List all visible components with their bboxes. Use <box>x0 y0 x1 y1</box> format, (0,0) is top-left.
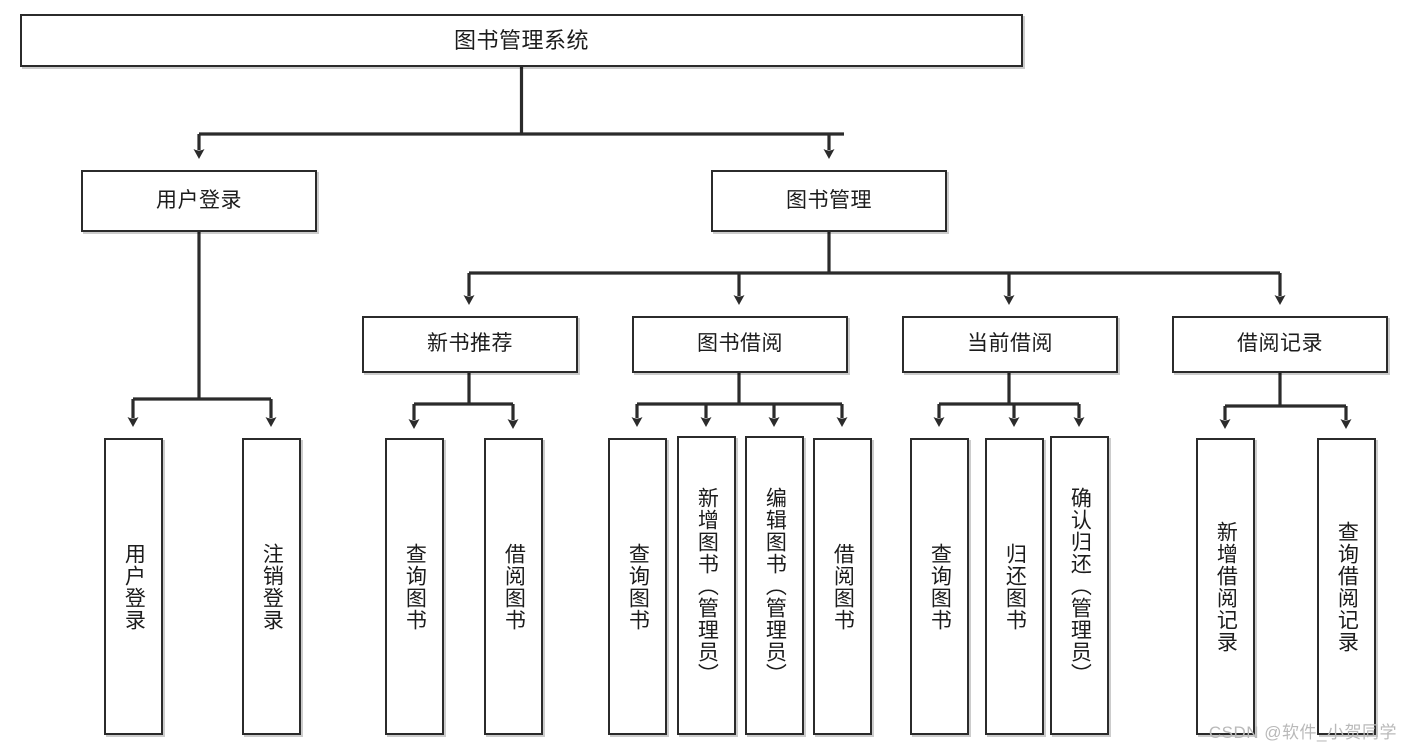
node-label: 图书管理系统 <box>453 27 589 53</box>
node-leaf-add-book-admin[interactable]: 新增图书（管理员） <box>677 436 736 735</box>
node-label: 图书管理 <box>786 188 872 212</box>
node-book-management-system[interactable]: 图书管理系统 <box>20 14 1023 67</box>
node-label: 新增借阅记录 <box>1214 520 1238 653</box>
node-book-manage[interactable]: 图书管理 <box>711 170 947 232</box>
node-label: 图书借阅 <box>697 332 783 356</box>
node-label: 查询图书 <box>626 542 650 631</box>
node-label: 归还图书 <box>1003 542 1027 631</box>
node-new-book-recommend[interactable]: 新书推荐 <box>362 316 578 373</box>
node-book-borrow[interactable]: 图书借阅 <box>632 316 848 373</box>
node-label: 新书推荐 <box>427 332 513 356</box>
node-label: 当前借阅 <box>967 332 1053 356</box>
node-leaf-edit-book-admin[interactable]: 编辑图书（管理员） <box>745 436 804 735</box>
node-label: 新增图书（管理员） <box>695 486 719 685</box>
node-label: 借阅记录 <box>1237 332 1323 356</box>
node-leaf-query-book-rec[interactable]: 查询图书 <box>385 438 444 735</box>
node-leaf-add-borrow-record[interactable]: 新增借阅记录 <box>1196 438 1255 735</box>
node-label: 用户登录 <box>122 542 146 631</box>
node-leaf-query-book-borrow[interactable]: 查询图书 <box>608 438 667 735</box>
node-leaf-borrow-book[interactable]: 借阅图书 <box>813 438 872 735</box>
node-label: 编辑图书（管理员） <box>763 486 787 685</box>
node-borrow-record[interactable]: 借阅记录 <box>1172 316 1388 373</box>
node-leaf-user-logout[interactable]: 注销登录 <box>242 438 301 735</box>
node-leaf-return-book[interactable]: 归还图书 <box>985 438 1044 735</box>
node-current-borrow[interactable]: 当前借阅 <box>902 316 1118 373</box>
node-leaf-confirm-return-admin[interactable]: 确认归还（管理员） <box>1050 436 1109 735</box>
node-leaf-borrow-book-rec[interactable]: 借阅图书 <box>484 438 543 735</box>
node-leaf-query-book-current[interactable]: 查询图书 <box>910 438 969 735</box>
node-label: 查询图书 <box>928 542 952 631</box>
node-leaf-user-login[interactable]: 用户登录 <box>104 438 163 735</box>
node-label: 确认归还（管理员） <box>1068 486 1092 685</box>
node-label: 查询图书 <box>403 542 427 631</box>
node-label: 借阅图书 <box>502 542 526 631</box>
node-label: 查询借阅记录 <box>1335 520 1359 653</box>
node-label: 注销登录 <box>260 542 284 631</box>
node-leaf-query-borrow-record[interactable]: 查询借阅记录 <box>1317 438 1376 735</box>
node-label: 借阅图书 <box>831 542 855 631</box>
node-user-login[interactable]: 用户登录 <box>81 170 317 232</box>
node-label: 用户登录 <box>156 188 242 212</box>
csdn-watermark: CSDN @软件_小贺同学 <box>1208 723 1397 742</box>
